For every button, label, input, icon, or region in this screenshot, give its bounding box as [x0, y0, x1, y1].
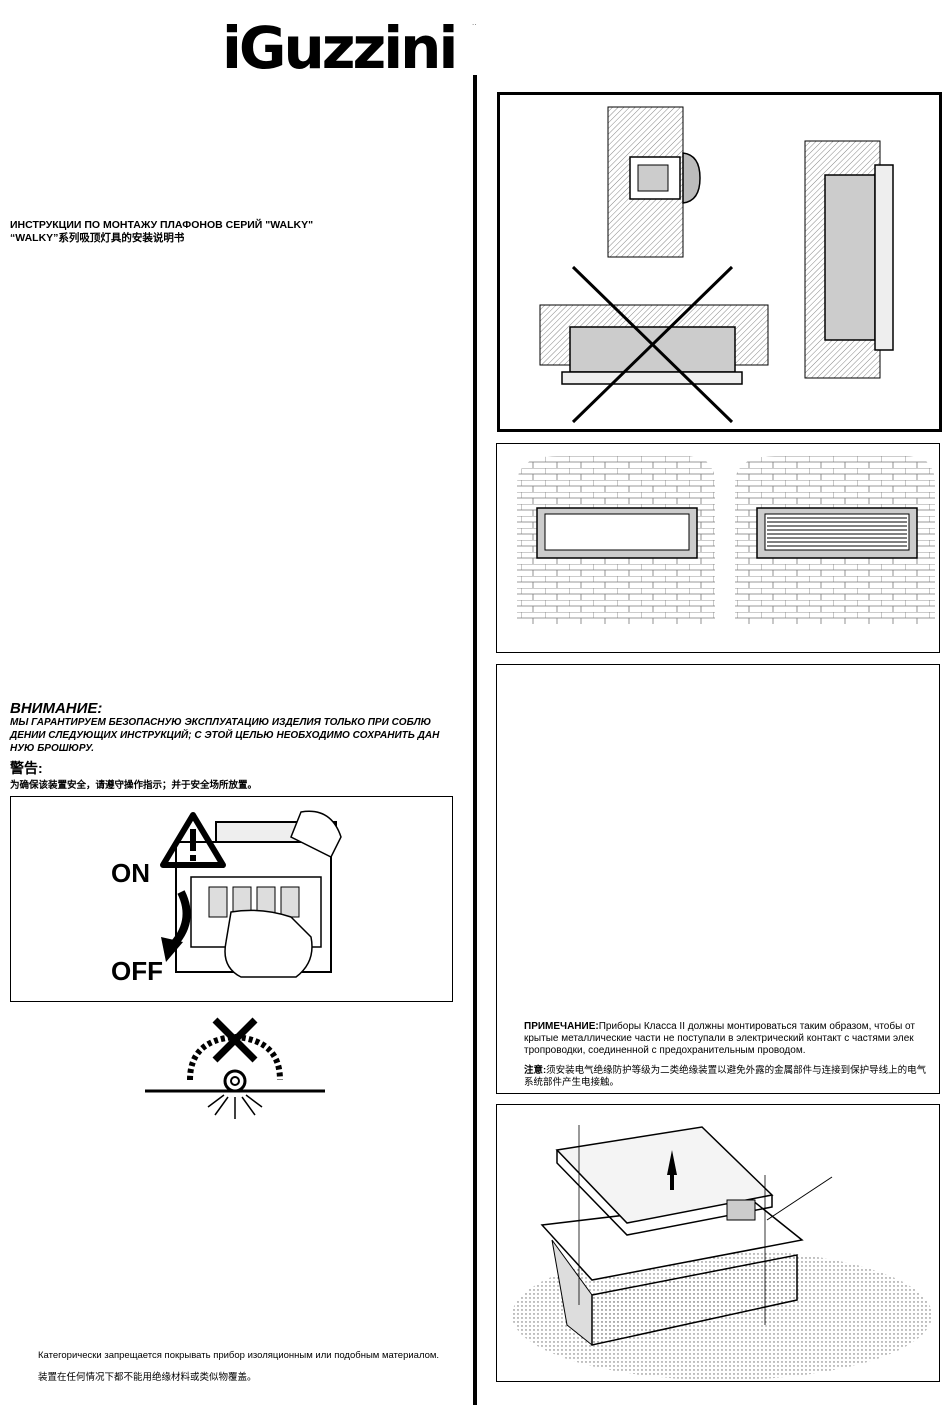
title-cn: “WALKY”系列吸顶灯具的安装说明书 [10, 232, 185, 244]
column-divider [473, 75, 477, 1405]
note-cn: 注意:须安装电气绝缘防护等级为二类绝缘装置以避免外露的金属部件与连接到保护导线上… [524, 1065, 934, 1089]
note-cn-label: 注意: [524, 1065, 547, 1076]
title-ru: ИНСТРУКЦИИ ПО МОНТАЖУ ПЛАФОНОВ СЕРИЙ "WA… [10, 219, 314, 231]
note-box [496, 664, 940, 1094]
switch-off-figure: ON OFF [10, 796, 453, 1002]
off-label: OFF [111, 956, 163, 986]
note-ru: ПРИМЕЧАНИЕ:Приборы Класса II должны монт… [524, 1021, 934, 1057]
brand-logo: iGuzzini [222, 14, 458, 82]
wall-installation-figure [496, 443, 940, 653]
housing-figure [496, 1104, 940, 1382]
corner-mark: .. [472, 18, 477, 27]
prohibited-cross-icon [571, 265, 734, 424]
warning-text-cn: 为确保该装置安全，请遵守操作指示；并于安全场所放置。 [10, 780, 258, 791]
note-cn-text: 须安装电气绝缘防护等级为二类绝缘装置以避免外露的金属部件与连接到保护导线上的电气… [524, 1065, 927, 1088]
do-not-cover-figure [140, 1015, 330, 1125]
footer-cn: 装置在任何情况下都不能用绝缘材料或类似物覆盖。 [38, 1372, 257, 1383]
warning-triangle-icon [160, 812, 226, 868]
warning-text: МЫ ГАРАНТИРУЕМ БЕЗОПАСНУЮ ЭКСПЛУАТАЦИЮ И… [10, 717, 440, 754]
warning-heading-cn: 警告: [10, 760, 43, 776]
document-title: ИНСТРУКЦИИ ПО МОНТАЖУ ПЛАФОНОВ СЕРИЙ "WA… [10, 219, 313, 245]
prohibited-cross-icon [212, 1017, 258, 1063]
mounting-orientation-figure [497, 92, 942, 432]
warning-heading: ВНИМАНИЕ: [10, 700, 103, 717]
note-label: ПРИМЕЧАНИЕ: [524, 1021, 599, 1032]
footer-ru: Категорически запрещается покрывать приб… [38, 1350, 440, 1361]
on-label: ON [111, 858, 150, 888]
note-text: Приборы Класса II должны монтироваться т… [524, 1021, 915, 1056]
